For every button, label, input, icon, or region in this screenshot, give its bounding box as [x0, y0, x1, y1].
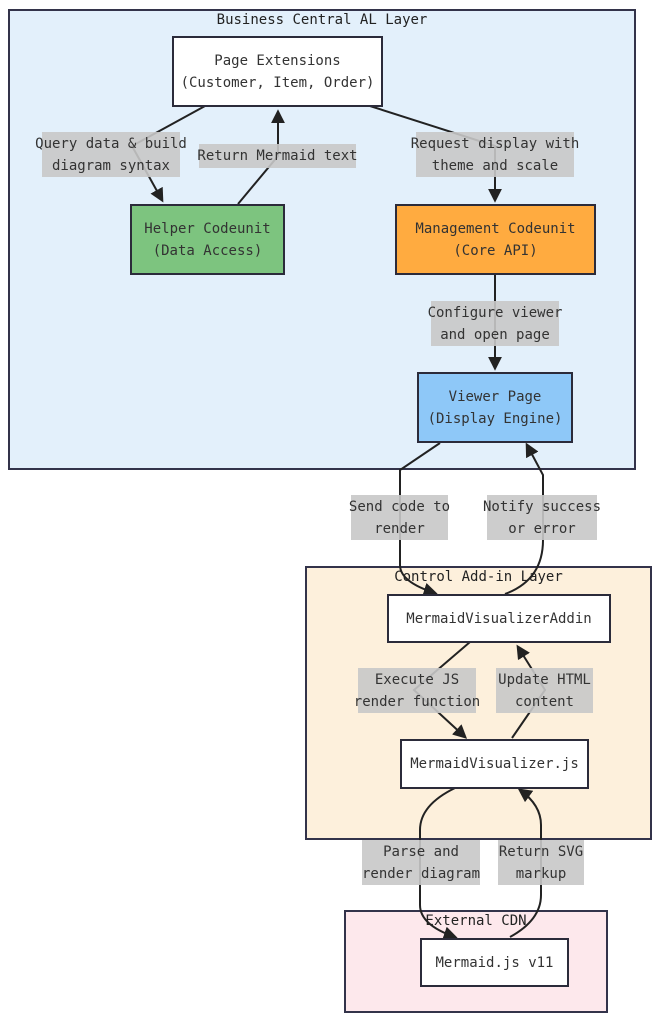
node-visualizer-js: MermaidVisualizer.js [400, 739, 589, 789]
node-management-codeunit: Management Codeunit (Core API) [395, 204, 596, 275]
edge-label-line: Parse and [383, 843, 459, 860]
edge-label-line: render function [353, 693, 481, 710]
node-mermaid-js: Mermaid.js v11 [420, 938, 569, 987]
node-line: Viewer Page [448, 388, 542, 405]
node-line: (Data Access) [152, 242, 263, 259]
edge-label-line: or error [508, 520, 576, 537]
edge-label-line: render [374, 520, 425, 537]
edge-label-line: Return SVG [498, 843, 584, 860]
edge-label-execute: Execute JS render function [354, 668, 480, 713]
edge-label-parse: Parse and render diagram [362, 840, 480, 885]
node-line: (Display Engine) [427, 410, 563, 427]
node-line: MermaidVisualizer.js [410, 756, 579, 772]
edge-label-line: markup [515, 865, 567, 882]
edge-label-notify: Notify success or error [483, 495, 601, 540]
node-line: Mermaid.js v11 [435, 954, 554, 971]
edge-send [399, 442, 441, 597]
node-page-extensions: Page Extensions (Customer, Item, Order) [172, 36, 383, 107]
edge-label-request: Request display with theme and scale [411, 132, 579, 177]
edge-label-line: Request display with [410, 135, 580, 152]
edge-label-line: and open page [440, 326, 550, 343]
node-line: (Customer, Item, Order) [180, 74, 375, 91]
edge-label-return-text: Return Mermaid text [197, 144, 358, 168]
edge-label-configure: Configure viewer and open page [428, 301, 562, 346]
group-title: Control Add-in Layer [394, 569, 563, 585]
edge-label-line: Return Mermaid text [197, 148, 358, 164]
node-line: Management Codeunit [415, 220, 576, 237]
node-viewer-page: Viewer Page (Display Engine) [417, 372, 573, 443]
group-title: External CDN [425, 913, 527, 929]
edge-label-query: Query data & build diagram syntax [35, 132, 187, 177]
edge-label-send: Send code to render [348, 495, 451, 540]
node-addin: MermaidVisualizerAddin [387, 594, 611, 643]
node-line: Helper Codeunit [144, 220, 271, 237]
edge-notify [504, 442, 544, 595]
edge-label-line: diagram syntax [51, 157, 170, 174]
group-title: Business Central AL Layer [216, 12, 428, 28]
edge-label-line: theme and scale [431, 157, 559, 174]
node-line: MermaidVisualizerAddin [406, 610, 592, 627]
edge-label-line: Configure viewer [427, 304, 563, 321]
edge-label-line: Update HTML [498, 671, 591, 688]
edge-label-line: Send code to [348, 498, 451, 515]
node-line: (Core API) [453, 242, 538, 259]
node-helper-codeunit: Helper Codeunit (Data Access) [130, 204, 285, 275]
edge-label-return-svg: Return SVG markup [498, 840, 584, 885]
edge-label-line: Execute JS [374, 671, 460, 688]
node-line: Page Extensions [214, 52, 341, 69]
edge-label-line: Notify success [483, 498, 602, 515]
edge-label-line: render diagram [362, 865, 481, 882]
edge-label-update: Update HTML content [496, 668, 593, 713]
edge-label-line: Query data & build [35, 135, 187, 152]
edge-label-line: content [514, 693, 574, 710]
